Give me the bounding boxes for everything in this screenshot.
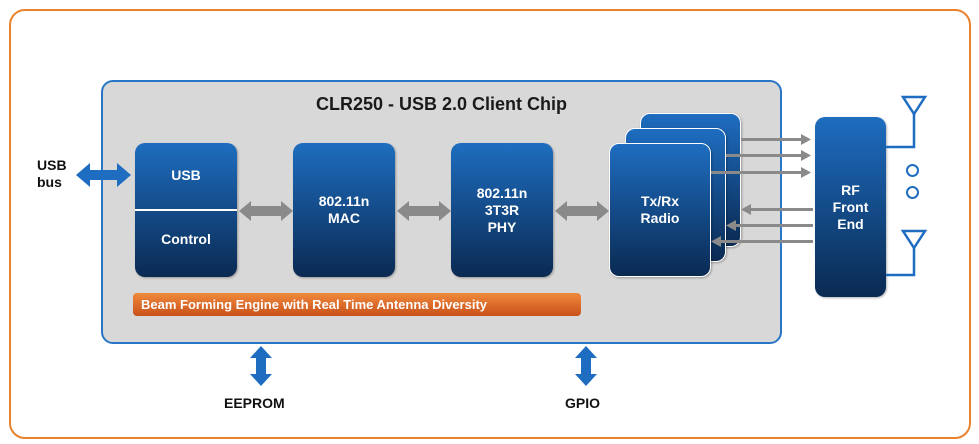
phy-line-3: PHY — [487, 218, 517, 235]
eeprom-arrow — [250, 346, 272, 386]
mac-line-2: MAC — [328, 210, 360, 226]
mac-block: 802.11n MAC — [293, 143, 395, 277]
radio-line-1: Tx/Rx — [640, 193, 680, 209]
antenna-bottom-feed — [886, 247, 916, 277]
usb-block-label: USB — [171, 167, 201, 183]
antenna-top-feed — [886, 112, 916, 149]
rf-front-end-block: RF Front End — [815, 117, 886, 297]
rf-line-2: Front — [832, 198, 869, 215]
tx-arrow-2-line — [726, 154, 801, 157]
tx-arrow-3-line — [711, 171, 801, 174]
tx-arrow-1-line — [741, 138, 801, 141]
antenna-top-icon — [886, 95, 928, 149]
tx-arrow-3-head — [801, 167, 811, 178]
beam-forming-bar: Beam Forming Engine with Real Time Anten… — [133, 293, 581, 316]
antenna-bottom-head — [900, 229, 928, 251]
phy-radio-arrow — [555, 201, 609, 221]
usb-bus-label: USB bus — [37, 157, 67, 191]
antenna-bottom-icon — [886, 229, 928, 277]
rx-arrow-3-head — [711, 236, 721, 247]
rx-arrow-2-head — [726, 220, 736, 231]
usb-mac-arrow — [239, 201, 293, 221]
rx-arrow-2-line — [736, 224, 813, 227]
usb-divider — [135, 209, 237, 211]
phy-line-1: 802.11n — [476, 184, 528, 201]
antenna-dot-lower — [906, 186, 919, 199]
chip-title: CLR250 - USB 2.0 Client Chip — [315, 94, 568, 114]
usb-bus-arrow — [76, 163, 131, 187]
mac-phy-arrow — [397, 201, 451, 221]
antenna-top-head — [900, 95, 928, 117]
usb-control-block: USB Control — [135, 143, 237, 277]
phy-block: 802.11n 3T3R PHY — [451, 143, 553, 277]
eeprom-label: EEPROM — [224, 395, 285, 411]
tx-arrow-2-head — [801, 150, 811, 161]
rx-arrows — [711, 204, 813, 247]
usb-bus-line-2: bus — [37, 174, 62, 190]
control-block-label: Control — [161, 231, 211, 247]
radio-line-2: Radio — [640, 210, 680, 226]
rx-arrow-3-line — [721, 240, 813, 243]
phy-line-2: 3T3R — [484, 201, 520, 218]
rf-line-3: End — [837, 215, 864, 232]
antenna-dot-upper — [906, 164, 919, 177]
tx-arrow-1-head — [801, 134, 811, 145]
usb-bus-line-1: USB — [37, 157, 67, 173]
tx-arrows — [711, 134, 811, 178]
gpio-label: GPIO — [565, 395, 601, 411]
rx-arrow-1-head — [741, 204, 751, 215]
rf-line-1: RF — [841, 181, 860, 198]
gpio-arrow — [575, 346, 597, 386]
radio-block-front: Tx/Rx Radio — [609, 143, 711, 277]
rx-arrow-1-line — [751, 208, 813, 211]
mac-line-1: 802.11n — [318, 193, 370, 209]
